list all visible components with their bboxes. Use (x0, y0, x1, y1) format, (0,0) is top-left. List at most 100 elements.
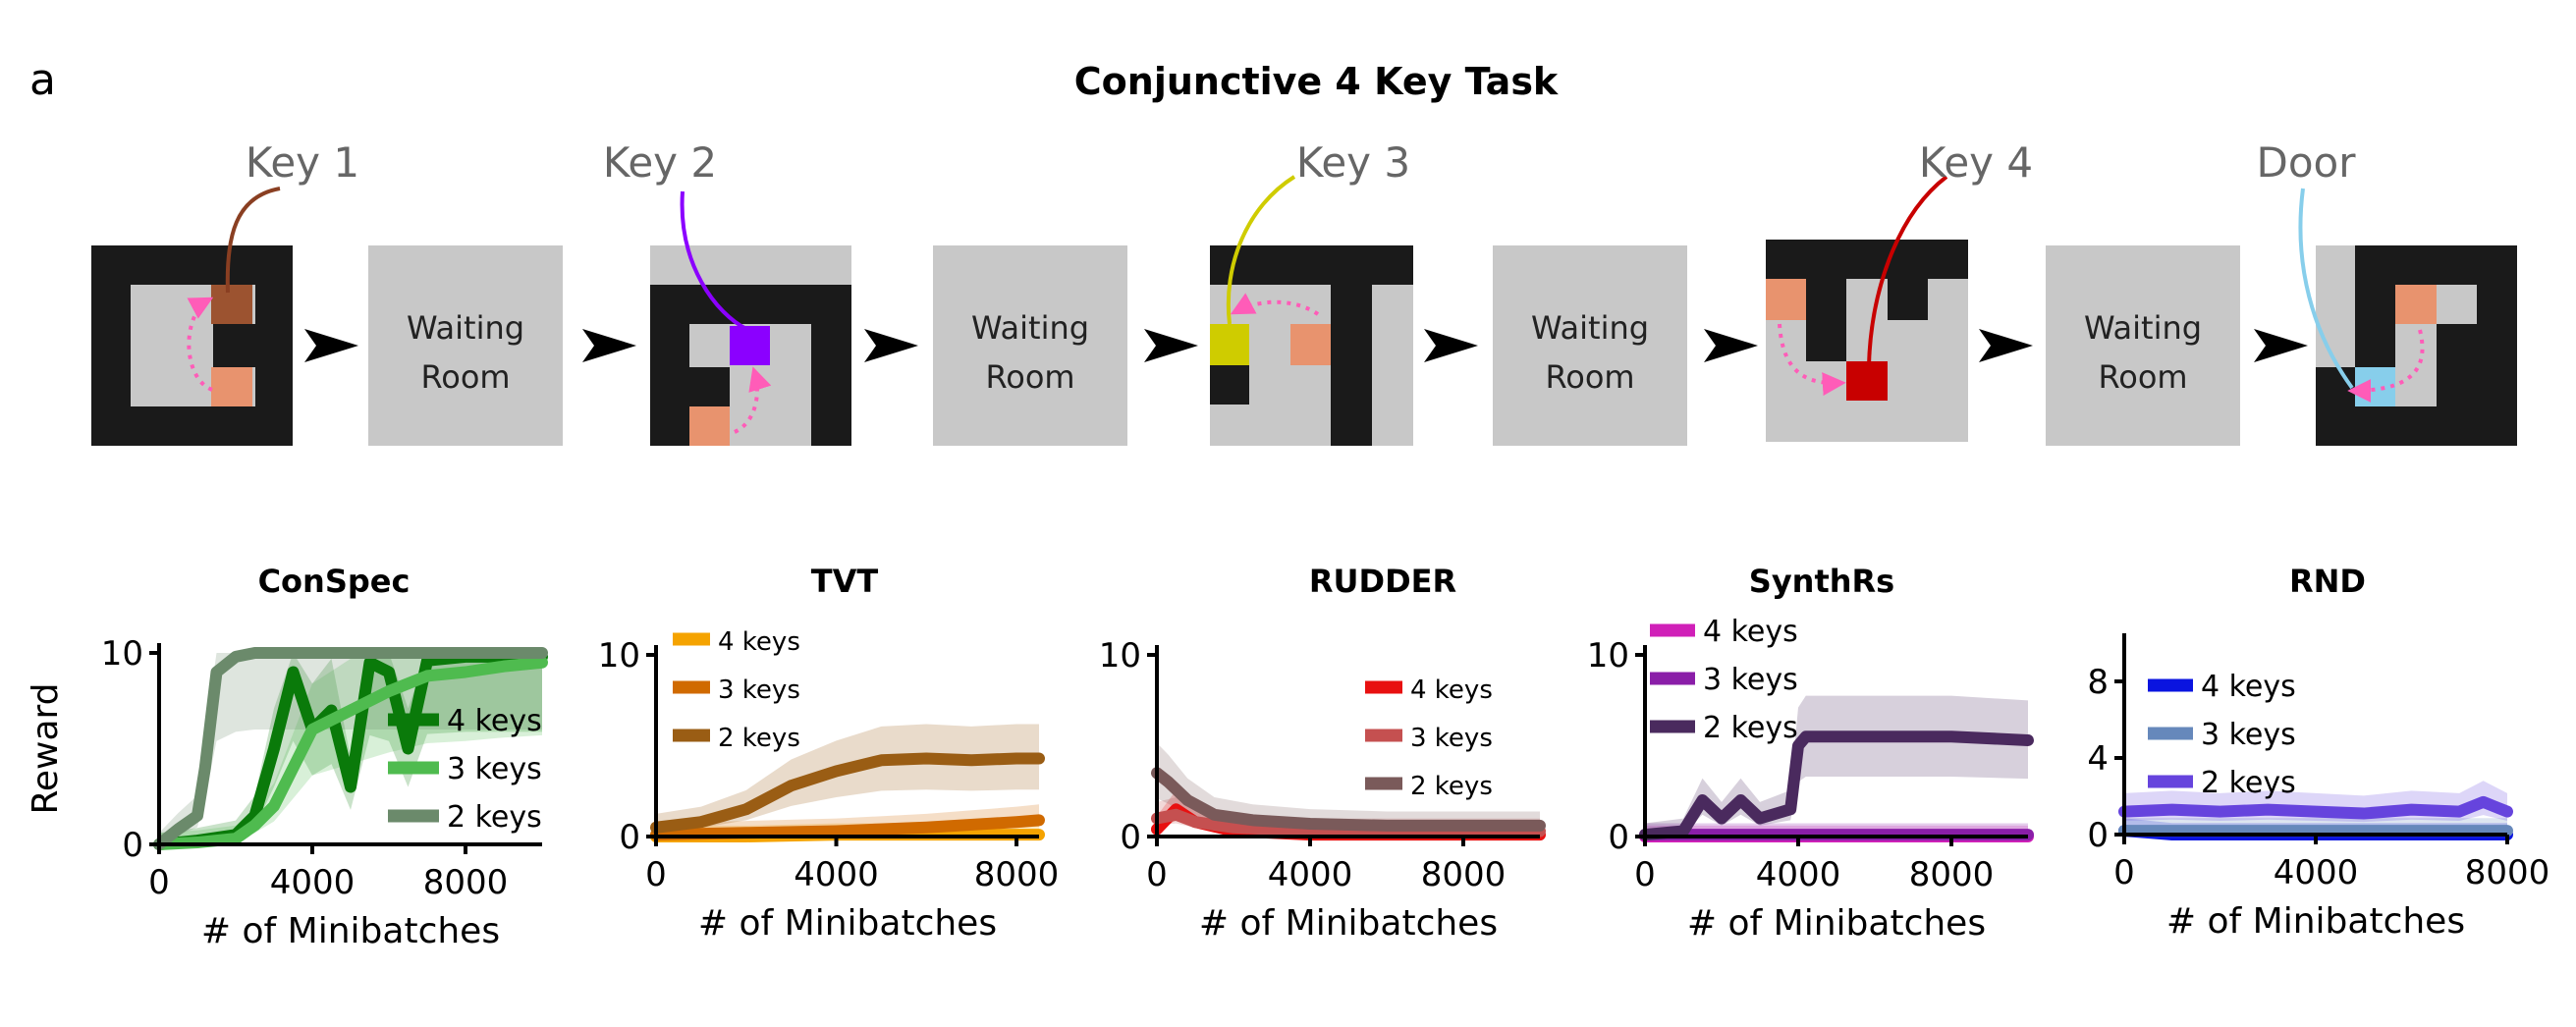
series-line-2-keys (1639, 730, 2034, 841)
key-4-tile (1846, 361, 1888, 401)
series-line-2-keys (1151, 767, 1546, 832)
chart-synthrs: SynthRs 0 10 0 4000 8000 # of Minibatches 4 key… (1587, 563, 2034, 944)
legend: 4 keys 3 keys 2 keys (673, 627, 800, 753)
agent-tile (1766, 279, 1806, 320)
arrow-2 (582, 329, 636, 362)
x-tick-label: 4000 (1268, 855, 1353, 894)
y-tick-label: 10 (598, 636, 640, 676)
legend-label: 2 keys (1410, 772, 1493, 801)
x-tick-label: 8000 (1909, 855, 1995, 894)
x-axis-label: # of Minibatches (1687, 903, 1986, 944)
legend-label: 4 keys (1703, 615, 1798, 649)
band-2-keys (1157, 742, 1540, 831)
x-tick-label: 8000 (974, 855, 1060, 894)
key-2-label: Key 2 (603, 138, 717, 187)
x-tick-label: 0 (2113, 853, 2135, 892)
legend-label: 2 keys (718, 724, 800, 753)
waiting-room-3-line1: Waiting (1531, 309, 1649, 347)
legend-label: 2 keys (1703, 711, 1798, 745)
y-tick-label: 8 (2087, 663, 2109, 702)
room-key-4: Key 4 (1766, 138, 2033, 442)
y-tick-label: 0 (1608, 818, 1629, 857)
x-axis-label: # of Minibatches (1199, 903, 1498, 944)
x-tick-label: 8000 (2465, 853, 2550, 892)
x-axis-label: # of Minibatches (698, 903, 997, 944)
x-tick-label: 4000 (1756, 855, 1841, 894)
legend-label: 2 keys (447, 800, 542, 835)
band-2-keys (159, 653, 542, 844)
y-tick-label: 0 (2087, 816, 2109, 855)
chart-title: TVT (811, 563, 879, 600)
arrow-7 (1979, 329, 2033, 362)
waiting-room-3-line2: Room (1545, 358, 1634, 396)
series-line-3-keys (153, 656, 548, 850)
waiting-room-1-line2: Room (420, 358, 510, 396)
x-axis-label: # of Minibatches (2166, 901, 2465, 942)
legend: 4 keys 3 keys 2 keys (388, 704, 542, 835)
agent-tile (1290, 324, 1331, 365)
series-line-2-keys (153, 647, 548, 850)
arrow-4 (1144, 329, 1198, 362)
legend-label: 4 keys (447, 704, 542, 738)
arrow-1 (304, 329, 358, 362)
door-label: Door (2256, 138, 2356, 187)
x-tick-label: 0 (645, 855, 667, 894)
x-tick-label: 4000 (2274, 853, 2359, 892)
legend-label: 3 keys (447, 752, 542, 786)
waiting-room-2-line1: Waiting (971, 309, 1089, 347)
x-tick-label: 0 (148, 863, 170, 902)
legend-label: 4 keys (718, 627, 800, 657)
room-door: Door (2256, 138, 2517, 446)
legend: 4 keys 3 keys 2 keys (1365, 676, 1493, 801)
legend-label: 2 keys (2201, 766, 2296, 800)
legend-label: 3 keys (1410, 724, 1493, 753)
room-key-2: Key 2 (603, 138, 851, 446)
waiting-room-2: Waiting Room (933, 245, 1127, 446)
y-tick-label: 10 (1587, 636, 1629, 676)
legend-label: 3 keys (718, 676, 800, 705)
chart-title: RND (2289, 563, 2366, 600)
x-tick-label: 8000 (1421, 855, 1507, 894)
chart-title: RUDDER (1309, 563, 1456, 600)
waiting-room-4-line1: Waiting (2084, 309, 2202, 347)
room-key-1: Key 1 (91, 138, 359, 446)
chart-rnd: RND 0 4 8 0 4000 8000# of Minibatches 4 keys 3 k… (2087, 563, 2549, 942)
y-tick-label: 10 (101, 634, 143, 674)
x-tick-label: 4000 (794, 855, 879, 894)
legend-label: 3 keys (1703, 663, 1798, 697)
task-title: Conjunctive 4 Key Task (1074, 60, 1559, 103)
x-axis-label: # of Minibatches (201, 911, 500, 951)
y-tick-label: 4 (2087, 739, 2109, 779)
chart-title: SynthRs (1749, 563, 1894, 600)
waiting-room-2-line2: Room (985, 358, 1074, 396)
x-tick-label: 0 (1634, 855, 1656, 894)
door-tile (2355, 367, 2395, 406)
key-4-label: Key 4 (1919, 138, 2033, 187)
waiting-room-1: Waiting Room (368, 245, 563, 446)
legend-label: 4 keys (2201, 670, 2296, 704)
arrow-6 (1704, 329, 1758, 362)
agent-tile (689, 406, 730, 446)
series-line-3-keys (650, 814, 1045, 841)
chart-title: ConSpec (258, 563, 411, 600)
arrow-3 (864, 329, 918, 362)
legend: 4 keys 3 keys 2 keys (2148, 670, 2296, 800)
arrow-5 (1424, 329, 1478, 362)
arrow-8 (2254, 329, 2308, 362)
legend: 4 keys 3 keys 2 keys (1650, 615, 1798, 745)
waiting-room-3: Waiting Room (1493, 245, 1687, 446)
key-3-tile (1210, 324, 1249, 365)
y-axis-label: Reward (26, 682, 66, 814)
waiting-room-1-line1: Waiting (407, 309, 524, 347)
key-3-label: Key 3 (1296, 138, 1410, 187)
y-tick-label: 0 (122, 826, 143, 865)
key-1-label: Key 1 (246, 138, 359, 187)
x-tick-label: 8000 (423, 863, 509, 902)
agent-tile (2395, 285, 2437, 324)
legend-label: 3 keys (2201, 718, 2296, 752)
y-tick-label: 10 (1099, 636, 1141, 676)
legend-label: 4 keys (1410, 676, 1493, 705)
